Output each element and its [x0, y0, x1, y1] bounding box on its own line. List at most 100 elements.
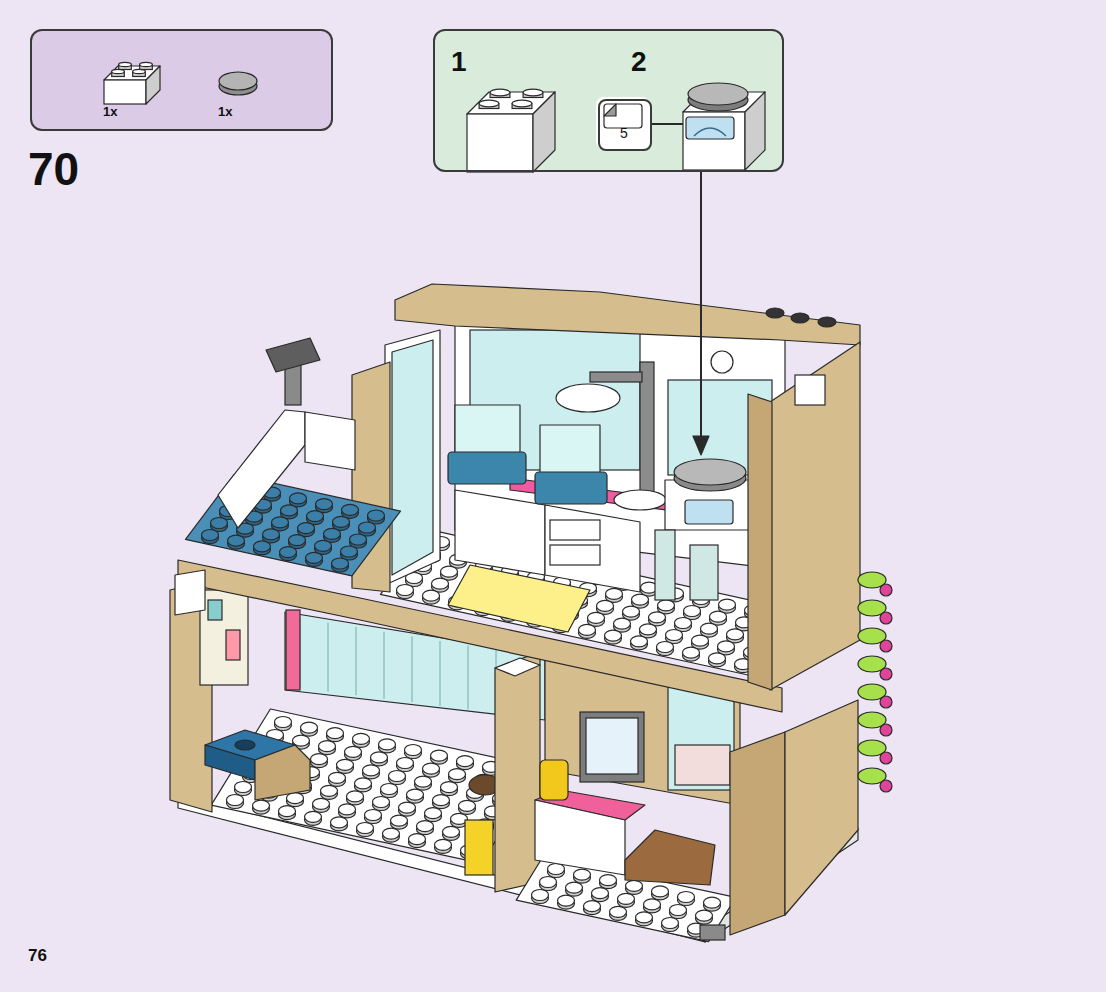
stud	[329, 772, 346, 783]
stud	[112, 69, 125, 73]
scale-plate	[688, 83, 748, 105]
stud	[280, 547, 297, 558]
stud	[381, 784, 398, 795]
stud	[435, 839, 452, 850]
stud	[662, 918, 679, 929]
stud	[379, 739, 396, 750]
stud	[383, 828, 400, 839]
desk-front	[535, 800, 625, 875]
instrument	[690, 545, 718, 600]
control-panel	[448, 452, 526, 484]
stud	[684, 606, 701, 617]
stud	[457, 756, 474, 767]
stud	[289, 535, 306, 546]
scale-dial	[685, 500, 733, 524]
brown-tile	[625, 830, 715, 885]
sticker-icon	[604, 104, 642, 128]
stud	[235, 782, 252, 793]
sticker-peel	[604, 104, 616, 116]
stud	[228, 535, 245, 546]
stud	[254, 541, 271, 552]
window-frame	[385, 330, 440, 585]
fence	[305, 412, 355, 470]
stud	[339, 804, 356, 815]
fence	[218, 410, 305, 528]
stud	[610, 906, 627, 917]
microscope	[655, 530, 675, 600]
roof-stud	[818, 317, 836, 327]
stud	[727, 629, 744, 640]
stud	[417, 821, 434, 832]
stud	[301, 722, 318, 733]
stud	[290, 493, 307, 504]
flower	[880, 696, 892, 708]
stud	[640, 624, 657, 635]
clip-brick	[795, 375, 825, 405]
stud	[719, 599, 736, 610]
stud	[357, 823, 374, 834]
middle-pillar	[495, 652, 540, 892]
roof-beam	[395, 284, 860, 345]
roof-stud	[791, 313, 809, 323]
stud	[315, 540, 332, 551]
stud	[523, 89, 543, 96]
tank	[455, 405, 520, 455]
stud	[441, 566, 458, 577]
glass-line	[440, 641, 441, 706]
stud	[443, 826, 460, 837]
stud	[307, 511, 324, 522]
roof-stud	[766, 308, 784, 318]
substep-panel: 125	[433, 29, 784, 172]
stud	[459, 800, 476, 811]
glass-line	[468, 646, 469, 710]
quantity: 1x	[103, 104, 117, 120]
stud	[272, 517, 289, 528]
stud	[331, 817, 348, 828]
stud	[626, 880, 643, 891]
stud	[441, 782, 458, 793]
glass-line	[412, 636, 413, 702]
slab-corner	[175, 570, 205, 615]
stud	[692, 635, 709, 646]
stud	[432, 578, 449, 589]
stud	[683, 647, 700, 658]
window-blind	[675, 745, 730, 785]
stud	[389, 771, 406, 782]
poster	[226, 630, 240, 660]
stud	[140, 62, 153, 66]
stud	[449, 769, 466, 780]
substep-number: 2	[631, 45, 647, 79]
stud	[298, 523, 315, 534]
stud	[365, 810, 382, 821]
stud	[391, 815, 408, 826]
stud	[540, 877, 557, 888]
stud	[696, 910, 713, 921]
yellow-tile	[448, 565, 590, 632]
lamp-base	[614, 490, 666, 510]
stud	[631, 636, 648, 647]
stud	[415, 776, 432, 787]
vines	[858, 572, 892, 792]
stud	[341, 546, 358, 557]
right-wall-front	[748, 394, 772, 690]
substep-panel-ground	[433, 29, 784, 172]
stud	[353, 733, 370, 744]
stud	[281, 505, 298, 516]
stud	[368, 510, 385, 521]
telescope	[266, 338, 320, 372]
stud	[253, 800, 270, 811]
notice-board	[200, 590, 248, 685]
stud	[678, 892, 695, 903]
stud	[119, 62, 132, 66]
stud	[350, 534, 367, 545]
stud	[606, 588, 623, 599]
stud	[397, 758, 414, 769]
stud	[371, 752, 388, 763]
scale-plate	[674, 459, 746, 485]
window-glass	[392, 340, 433, 575]
stud	[355, 778, 372, 789]
stud	[324, 528, 341, 539]
stud	[558, 895, 575, 906]
stud	[359, 522, 376, 533]
stud	[306, 552, 323, 563]
